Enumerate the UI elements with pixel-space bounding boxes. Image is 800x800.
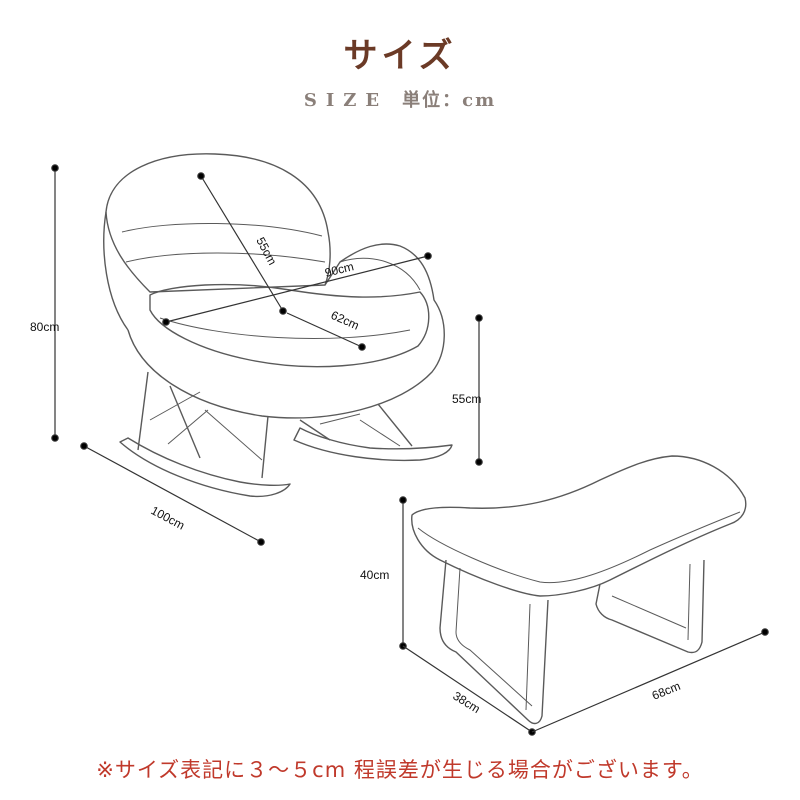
label-ottoman-width: 68cm: [650, 679, 682, 703]
subtitle-unit: 単位：cm: [402, 90, 497, 111]
ottoman-dimension-lines: [399, 496, 769, 736]
label-chair-length: 100cm: [149, 503, 187, 532]
label-ottoman-depth: 38cm: [450, 689, 482, 716]
page-subtitle: SIZE 単位：cm: [0, 86, 800, 112]
size-tolerance-note: ※サイズ表記に３〜５cm 程誤差が生じる場合がございます。: [96, 758, 704, 782]
chair-dimension-lines: [51, 164, 483, 546]
ottoman-illustration: [411, 455, 747, 725]
rocking-chair-illustration: [103, 153, 453, 498]
label-chair-width: 90cm: [323, 259, 355, 280]
label-seat-depth: 55cm: [253, 235, 279, 267]
label-seat-width: 62cm: [329, 308, 362, 333]
label-ottoman-height: 40cm: [360, 568, 389, 582]
label-chair-height: 80cm: [30, 320, 59, 334]
page-title: サイズ: [343, 36, 457, 76]
subtitle-size-word: SIZE: [303, 90, 389, 111]
label-seat-height: 55cm: [452, 392, 481, 406]
